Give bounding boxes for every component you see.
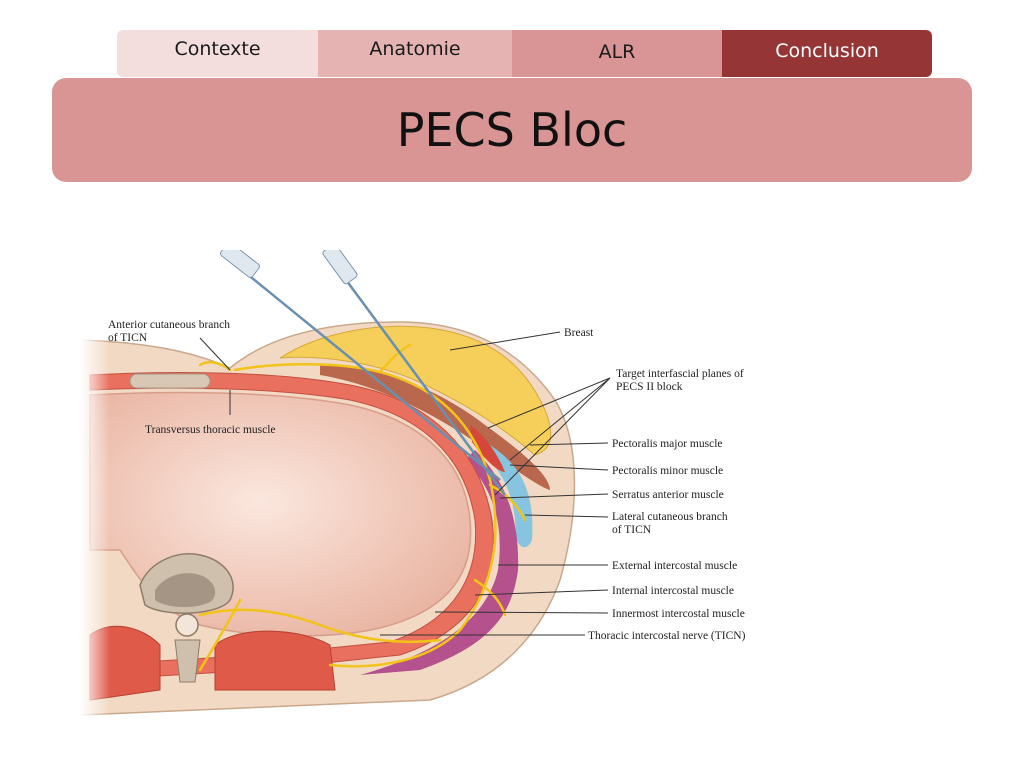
label-anterior-cutaneous-1: Anterior cutaneous branch [108, 319, 230, 331]
chest-wall-cross-section: Anterior cutaneous branch of TICN Transv… [80, 250, 746, 725]
vertebra [139, 553, 234, 683]
label-pec-minor: Pectoralis minor muscle [612, 465, 723, 477]
label-lateral-cutaneous-2: of TICN [612, 524, 652, 536]
interfascial-plane [485, 445, 533, 548]
label-pec-major: Pectoralis major muscle [612, 438, 723, 450]
pectoralis-minor [470, 425, 505, 472]
breast-tissue [279, 325, 552, 456]
label-internal-ic: Internal intercostal muscle [612, 585, 734, 597]
leader-lines [199, 331, 611, 636]
label-ticn: Thoracic intercostal nerve (TICN) [588, 630, 746, 642]
tab-anatomie[interactable]: Anatomie [318, 30, 512, 77]
label-breast: Breast [564, 327, 594, 339]
label-anterior-cutaneous-2: of TICN [108, 332, 148, 344]
label-target-1: Target interfascial planes of [616, 368, 744, 380]
intercostal-nerve [198, 343, 527, 672]
tab-alr[interactable]: ALR [512, 30, 722, 77]
label-lateral-cutaneous-1: Lateral cutaneous branch [612, 511, 728, 523]
label-external-ic: External intercostal muscle [612, 560, 737, 572]
label-transversus: Transversus thoracic muscle [145, 424, 276, 436]
label-target-2: PECS II block [616, 381, 683, 393]
slide-title: PECS Bloc [396, 103, 628, 157]
pectoralis-major [320, 365, 550, 490]
serratus-anterior [360, 450, 519, 675]
needles [220, 250, 507, 496]
title-banner: PECS Bloc [52, 78, 972, 182]
rib [129, 373, 211, 389]
section-tabs: Contexte Anatomie ALR Conclusion [117, 30, 932, 77]
tab-contexte[interactable]: Contexte [117, 30, 318, 77]
tab-conclusion[interactable]: Conclusion [722, 30, 932, 77]
anatomy-figure: Anterior cutaneous branch of TICN Transv… [80, 250, 820, 725]
label-innermost-ic: Innermost intercostal muscle [612, 608, 745, 620]
label-serratus: Serratus anterior muscle [612, 489, 724, 501]
